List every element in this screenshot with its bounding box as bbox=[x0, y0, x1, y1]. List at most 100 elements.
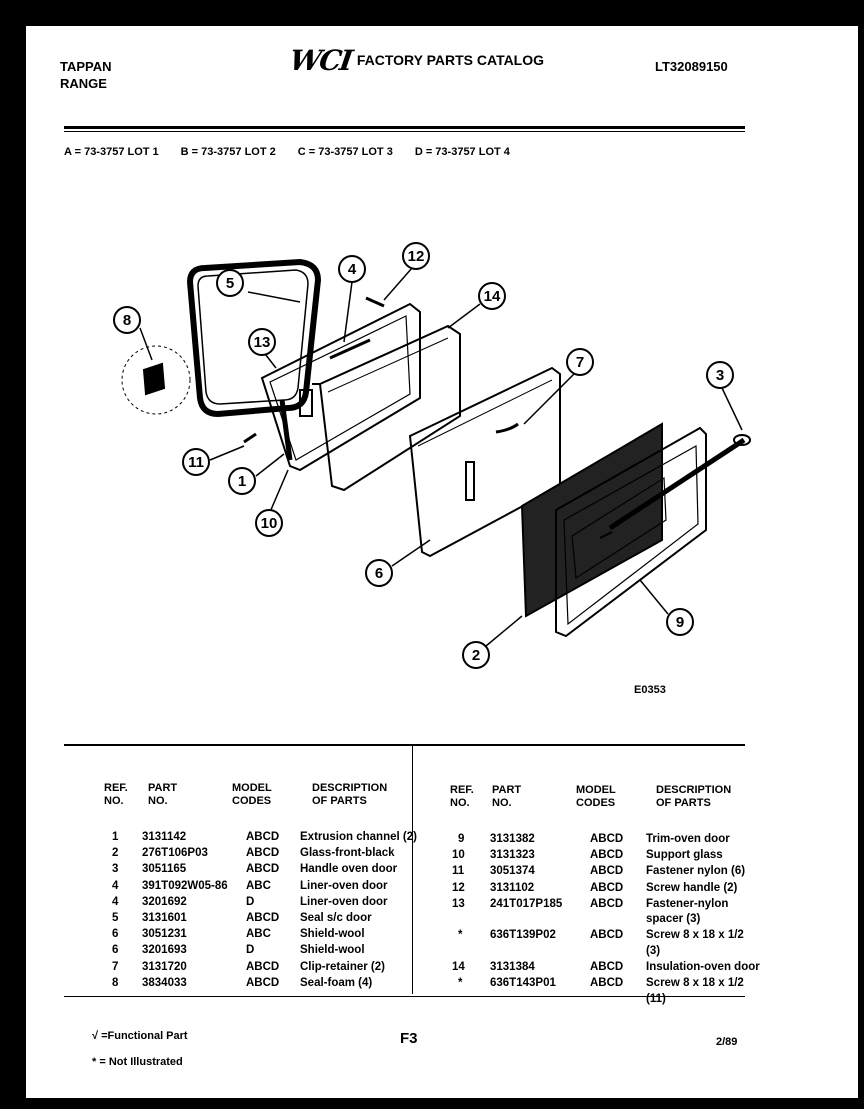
left-part-no: 3131720 bbox=[142, 960, 187, 973]
right-part-no: 241T017P185 bbox=[490, 897, 563, 910]
insulation-part bbox=[312, 324, 461, 492]
left-model-codes: ABCD bbox=[246, 863, 280, 876]
trim-part bbox=[555, 426, 707, 638]
right-ref-no: 9 bbox=[458, 833, 465, 845]
right-model-codes: ABCD bbox=[590, 960, 624, 973]
svg-text:12: 12 bbox=[408, 248, 425, 265]
left-model-codes: ABCD bbox=[246, 976, 280, 989]
svg-text:6: 6 bbox=[375, 565, 383, 582]
right-description: Insulation-oven door bbox=[646, 960, 760, 973]
svg-text:3: 3 bbox=[716, 367, 724, 384]
right-description: Screw 8 x 18 x 1/2 bbox=[646, 977, 744, 989]
lot-legend: A = 73-3757 LOT 1 B = 73-3757 LOT 2 C = … bbox=[64, 146, 684, 158]
left-description: Seal-foam (4) bbox=[300, 976, 373, 989]
seal-foam-part bbox=[121, 345, 191, 415]
right-model-codes: ABCD bbox=[590, 881, 624, 894]
left-model-codes: D bbox=[246, 895, 255, 908]
left-ref-no: 6 bbox=[112, 944, 119, 957]
catalog-title: FACTORY PARTS CATALOG bbox=[356, 52, 545, 68]
left-model-codes: ABCD bbox=[246, 912, 280, 924]
right-description-cont: spacer (3) bbox=[646, 913, 701, 926]
left-model-codes: D bbox=[246, 944, 255, 957]
parts-table bbox=[64, 744, 745, 997]
svg-text:4: 4 bbox=[348, 261, 357, 278]
left-ref-no: 2 bbox=[112, 847, 119, 860]
right-ref-no: * bbox=[458, 977, 463, 989]
svg-text:2: 2 bbox=[472, 647, 480, 664]
figure-id: E0353 bbox=[634, 684, 666, 696]
left-model-codes: ABC bbox=[246, 928, 271, 941]
left-part-no: 3131142 bbox=[142, 831, 187, 843]
left-part-no: 3131601 bbox=[142, 912, 187, 924]
table-divider bbox=[412, 744, 413, 994]
callout-8: 8 bbox=[113, 306, 141, 334]
callout-12: 12 bbox=[402, 242, 430, 270]
left-description: Handle oven door bbox=[300, 863, 398, 876]
left-model-codes: ABCD bbox=[246, 831, 280, 843]
right-part-no: 3131384 bbox=[490, 960, 535, 973]
catalog-page bbox=[26, 26, 858, 1098]
left-description: Liner-oven door bbox=[300, 895, 388, 908]
callout-2: 2 bbox=[462, 641, 490, 669]
callout-11: 11 bbox=[182, 448, 210, 476]
svg-text:9: 9 bbox=[676, 614, 684, 631]
left-ref-no: 3 bbox=[112, 863, 119, 876]
catalog-title-block: WCI FACTORY PARTS CATALOG bbox=[288, 44, 545, 77]
left-part-no: 391T092W05-86 bbox=[142, 879, 228, 892]
left-description: Shield-wool bbox=[300, 944, 365, 957]
left-ref-no: 4 bbox=[112, 879, 119, 892]
leader-lines bbox=[139, 267, 743, 647]
screw-part bbox=[365, 296, 385, 308]
right-model-codes: ABCD bbox=[590, 897, 624, 910]
right-description-cont: (11) bbox=[646, 992, 666, 1005]
handle-part bbox=[608, 434, 751, 531]
left-model-codes: ABC bbox=[246, 879, 271, 892]
right-part-no: 636T143P01 bbox=[490, 977, 556, 989]
right-description: Fastener-nylon bbox=[646, 897, 729, 910]
right-description: Fastener nylon (6) bbox=[646, 865, 746, 878]
left-ref-no: 5 bbox=[112, 912, 119, 924]
svg-text:1: 1 bbox=[238, 473, 246, 490]
left-model-codes: ABCD bbox=[246, 960, 280, 973]
glass-part bbox=[520, 422, 663, 618]
callout-13: 13 bbox=[248, 328, 276, 356]
lot-b: B = 73-3757 LOT 2 bbox=[180, 146, 276, 158]
left-description: Liner-oven door bbox=[300, 879, 388, 892]
right-part-no: 3131323 bbox=[490, 849, 535, 862]
callout-6: 6 bbox=[365, 559, 393, 587]
svg-text:14: 14 bbox=[484, 288, 501, 305]
left-part-no: 3051165 bbox=[142, 863, 187, 876]
left-part-no: 3201693 bbox=[142, 944, 187, 957]
left-ref-no: 7 bbox=[112, 960, 119, 973]
svg-text:11: 11 bbox=[188, 454, 204, 471]
left-model-codes: ABCD bbox=[246, 847, 280, 860]
lot-a: A = 73-3757 LOT 1 bbox=[64, 146, 159, 158]
right-ref-no: 13 bbox=[452, 897, 465, 910]
right-ref-no: 14 bbox=[452, 960, 465, 973]
callout-4: 4 bbox=[338, 255, 366, 283]
left-part-no: 3201692 bbox=[142, 895, 187, 908]
right-ref-no: * bbox=[458, 929, 463, 942]
callout-7: 7 bbox=[566, 348, 594, 376]
right-model-codes: ABCD bbox=[590, 977, 624, 989]
svg-text:8: 8 bbox=[123, 312, 131, 329]
brand-block: TAPPAN RANGE bbox=[60, 58, 112, 92]
svg-text:5: 5 bbox=[226, 275, 234, 292]
right-part-no: 3131102 bbox=[490, 881, 535, 894]
right-model-codes: ABCD bbox=[590, 865, 624, 878]
right-description: Screw 8 x 18 x 1/2 bbox=[646, 929, 744, 942]
left-ref-no: 4 bbox=[112, 895, 119, 908]
fastener-part bbox=[243, 432, 257, 444]
page-number: F3 bbox=[400, 1030, 418, 1047]
header-rule bbox=[64, 126, 745, 129]
liner-part bbox=[260, 302, 421, 472]
not-illustrated-note: * = Not Illustrated bbox=[92, 1056, 183, 1068]
right-model-codes: ABCD bbox=[590, 833, 624, 845]
left-part-no: 3834033 bbox=[142, 976, 187, 989]
svg-text:7: 7 bbox=[576, 354, 584, 371]
svg-text:10: 10 bbox=[261, 515, 278, 532]
